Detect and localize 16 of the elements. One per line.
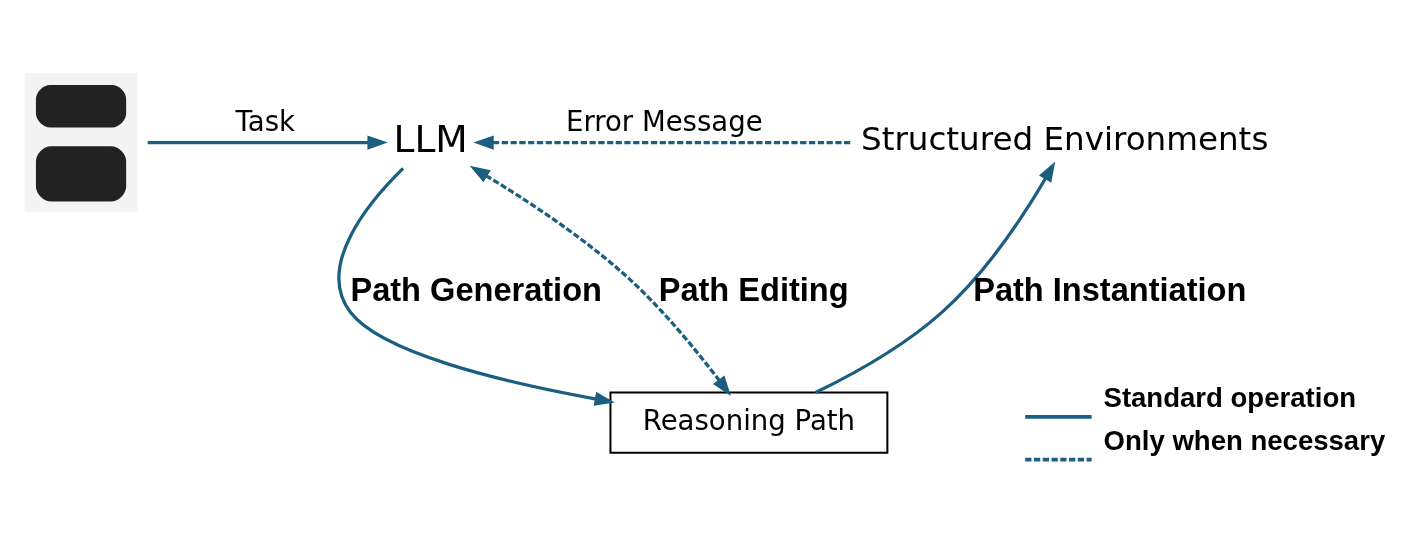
arrow xyxy=(814,161,1056,394)
arrow xyxy=(337,167,615,406)
arrow xyxy=(473,135,851,150)
arrow xyxy=(469,165,731,396)
node-box: Reasoning Path xyxy=(609,391,889,454)
node-text: LLM xyxy=(393,116,468,161)
legend-label: Only when necessary xyxy=(1103,424,1386,456)
arrow xyxy=(147,135,388,150)
legend-label: Standard operation xyxy=(1103,382,1357,414)
edge-label: Error Message xyxy=(566,104,763,137)
edge-label: Path Instantiation xyxy=(973,271,1247,308)
edge-label: Path Editing xyxy=(658,271,849,308)
node-person xyxy=(24,73,138,213)
node-text: Structured Environments xyxy=(860,120,1269,159)
edge-label: Path Generation xyxy=(350,271,602,308)
edge-label: Task xyxy=(235,104,295,137)
